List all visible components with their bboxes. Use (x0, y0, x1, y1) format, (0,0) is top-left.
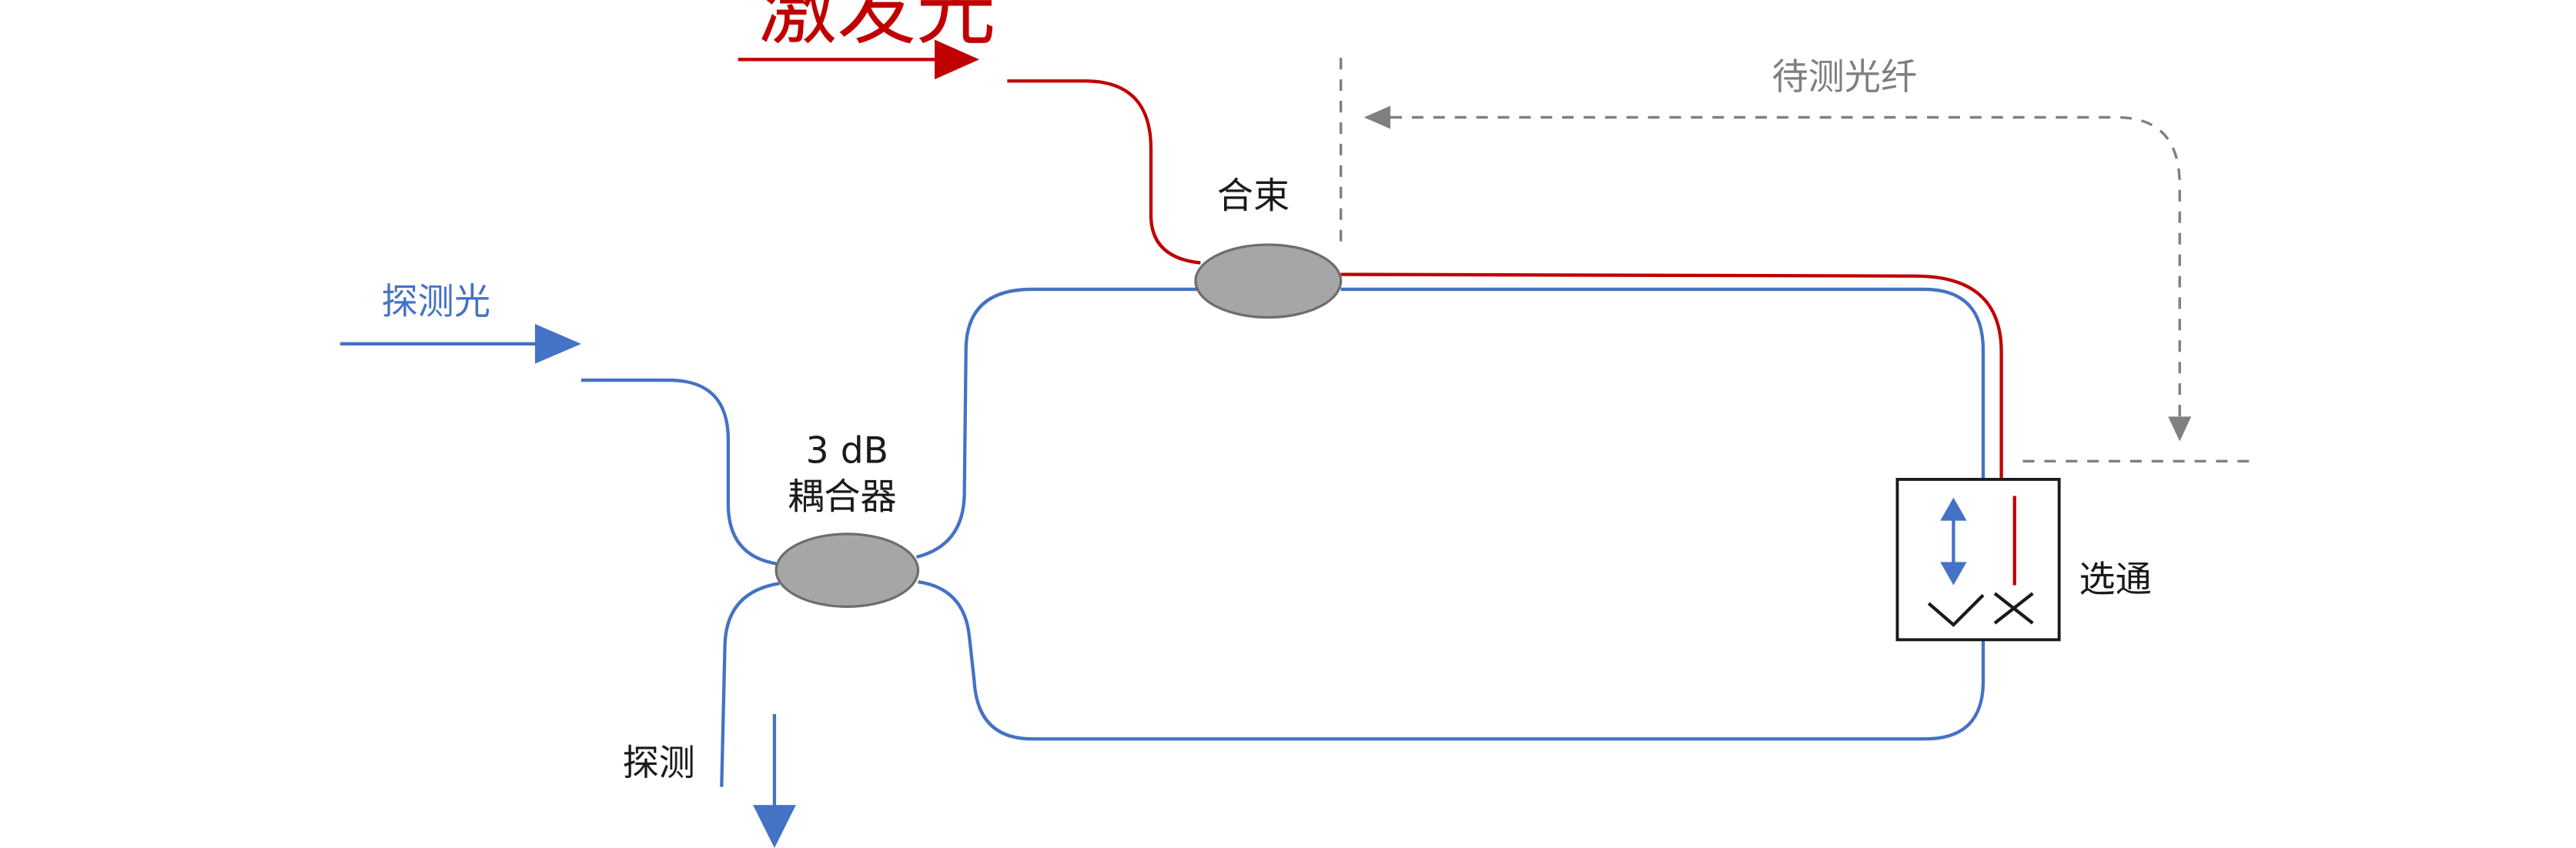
combiner-label: 合束 (1217, 175, 1290, 218)
pump-input-arrowhead (934, 39, 979, 80)
fut-span-arrow (1390, 115, 2181, 417)
fut-label: 待测光纤 (1771, 56, 1917, 98)
cross-icon-b (1993, 592, 2034, 625)
coupler-to-detector-fiber (720, 582, 780, 787)
detector-output-arrowhead (753, 805, 796, 848)
gate-to-coupler-return-fiber (918, 580, 1986, 741)
probe-fiber-to-coupler (580, 378, 777, 566)
combiner-to-gate-fiber (1340, 287, 1986, 479)
gate-box (1895, 478, 2061, 642)
pump-label: 激发光 (758, 0, 995, 55)
check-icon (1927, 593, 1985, 627)
probe-input-arrowhead (534, 324, 581, 364)
combiner-ellipse (1194, 243, 1343, 319)
coupler-3db-ellipse (774, 533, 920, 608)
fut-arrowhead-left (1363, 105, 1390, 129)
pump-fiber-to-gate (1340, 272, 2003, 479)
fut-arrowhead-down (2168, 416, 2192, 442)
coupler-label-line2: 耦合器 (788, 476, 897, 519)
gate-label: 选通 (2079, 559, 2151, 601)
probe-label: 探测光 (381, 281, 490, 323)
gate-arrow-up-head (1940, 497, 1967, 521)
gate-arrow-down-head (1940, 562, 1967, 586)
detect-label: 探测 (623, 742, 695, 784)
coupler-to-combiner-fiber (915, 287, 1203, 559)
coupler-label-line1: 3 dB (806, 429, 888, 472)
pump-fiber-to-combiner (1007, 79, 1201, 265)
